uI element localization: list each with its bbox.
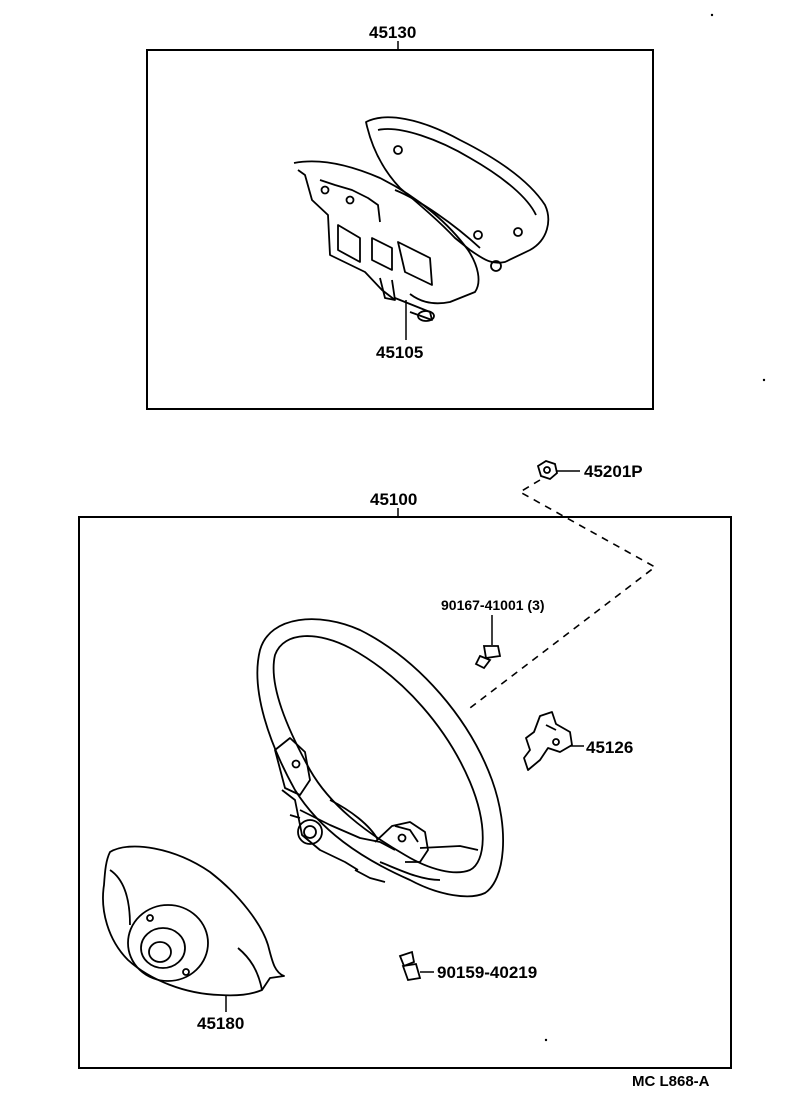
- nut-icon: [536, 460, 558, 481]
- dashed-leader-45201p: [469, 479, 657, 709]
- bolt-icon: [474, 645, 502, 670]
- steering-pad-upper: [293, 116, 550, 322]
- speck: [762, 378, 766, 382]
- callout-90159: 90159-40219: [437, 963, 538, 982]
- callout-45201p: 45201P: [584, 462, 643, 481]
- callout-90167: 90167-41001 (3): [441, 597, 545, 613]
- callout-45130: 45130: [369, 23, 417, 42]
- upper-box: [146, 49, 654, 410]
- screw-icon: [398, 950, 422, 982]
- bracket-45126: [523, 711, 573, 771]
- speck: [710, 13, 714, 17]
- lower-box: [78, 516, 732, 1069]
- callout-45126: 45126: [586, 738, 634, 757]
- figure-code: MC L868-A: [632, 1073, 710, 1090]
- horn-pad-45180: [102, 845, 285, 997]
- callout-45180: 45180: [197, 1014, 245, 1033]
- callout-45100: 45100: [370, 490, 418, 509]
- speck: [544, 1038, 548, 1042]
- callout-45105: 45105: [376, 343, 424, 362]
- steering-wheel: [256, 618, 504, 898]
